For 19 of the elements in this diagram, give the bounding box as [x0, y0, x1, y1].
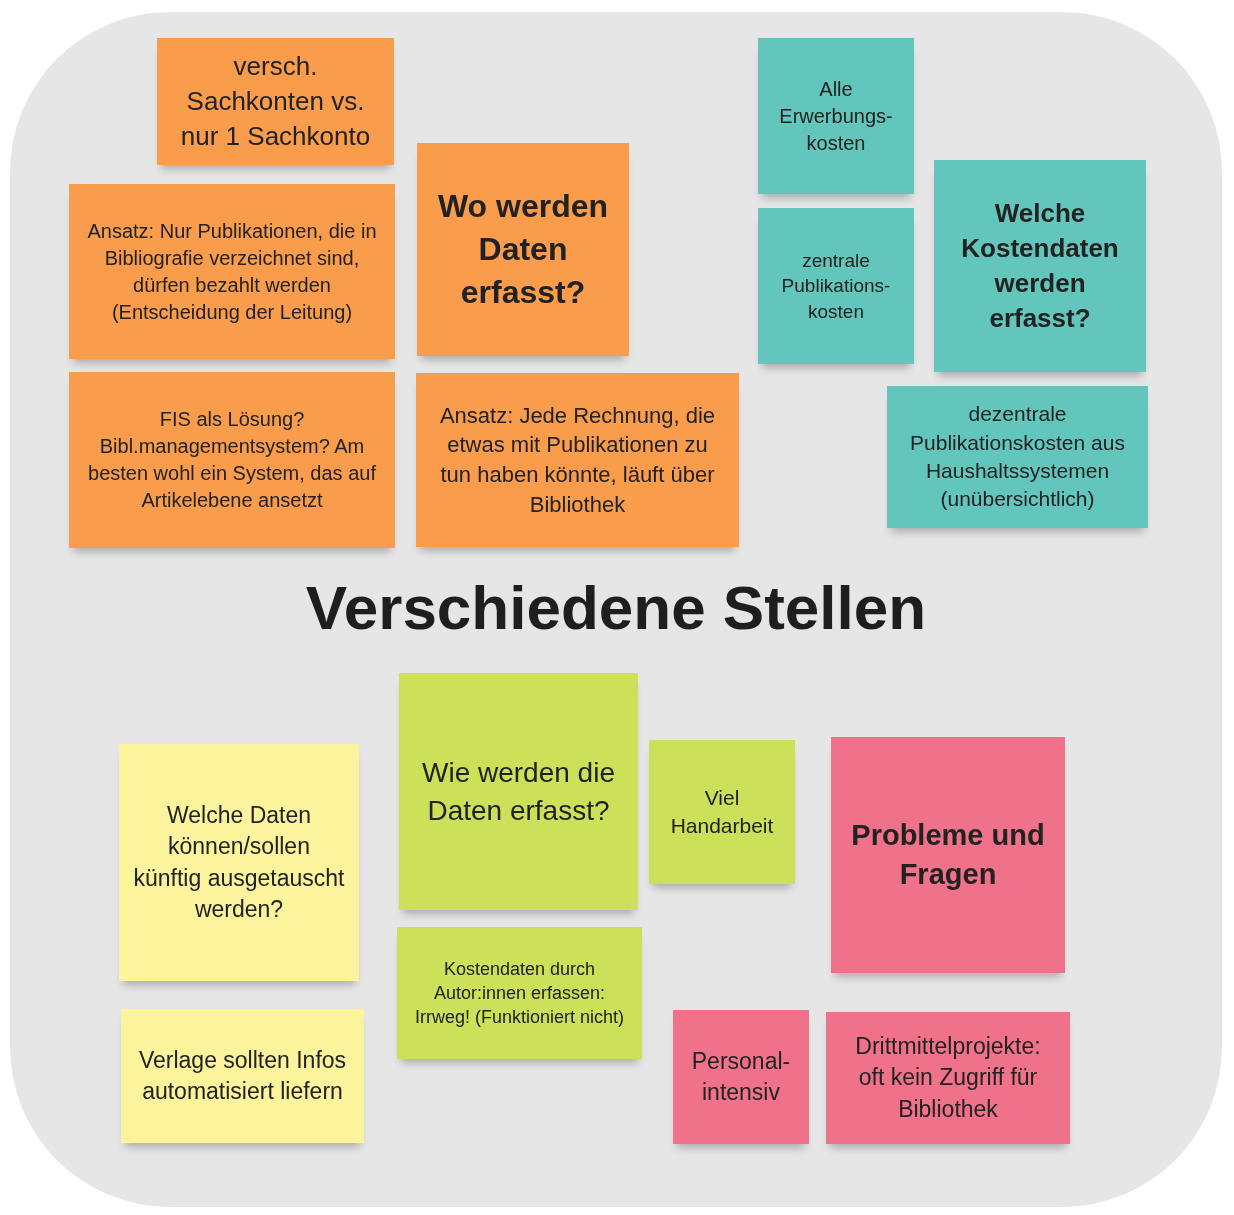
sticky-note: Probleme und Fragen: [831, 737, 1065, 973]
sticky-note: Verlage sollten Infos automatisiert liefern: [121, 1009, 364, 1143]
sticky-note: Alle Erwerbungs- kosten: [758, 38, 914, 194]
sticky-note: zentrale Publikations- kosten: [758, 208, 914, 364]
sticky-note: Welche Kostendaten werden erfasst?: [934, 160, 1146, 372]
sticky-note: Welche Daten können/sollen künftig ausgetauscht werden?: [119, 744, 359, 981]
sticky-note: Drittmittelprojekte: oft kein Zugriff für Bibliothek: [826, 1012, 1070, 1144]
sticky-note: Wie werden die Daten erfasst?: [399, 673, 638, 910]
sticky-note: Kostendaten durch Autor:innen erfassen: Irrweg! (Funktioniert nicht): [397, 927, 642, 1059]
board-background: [10, 12, 1222, 1207]
sticky-note: versch. Sachkonten vs. nur 1 Sachkonto: [157, 38, 394, 165]
board-title: Verschiedene Stellen: [305, 572, 927, 643]
sticky-note: Ansatz: Nur Publikationen, die in Bibliografie verzeichnet sind, dürfen bezahlt werden (Entscheidung der Leitung): [69, 184, 395, 359]
sticky-note: Personal- intensiv: [673, 1010, 809, 1144]
sticky-note: Ansatz: Jede Rechnung, die etwas mit Publikationen zu tun haben könnte, läuft über Bibliothek: [416, 373, 739, 547]
sticky-note: dezentrale Publikationskosten aus Haushaltssystemen (unübersichtlich): [887, 386, 1148, 528]
sticky-note: Wo werden Daten erfasst?: [417, 143, 629, 356]
sticky-note: Viel Handarbeit: [649, 740, 795, 884]
sticky-note: FIS als Lösung? Bibl.managementsystem? Am besten wohl ein System, das auf Artikelebene ansetzt: [69, 372, 395, 548]
